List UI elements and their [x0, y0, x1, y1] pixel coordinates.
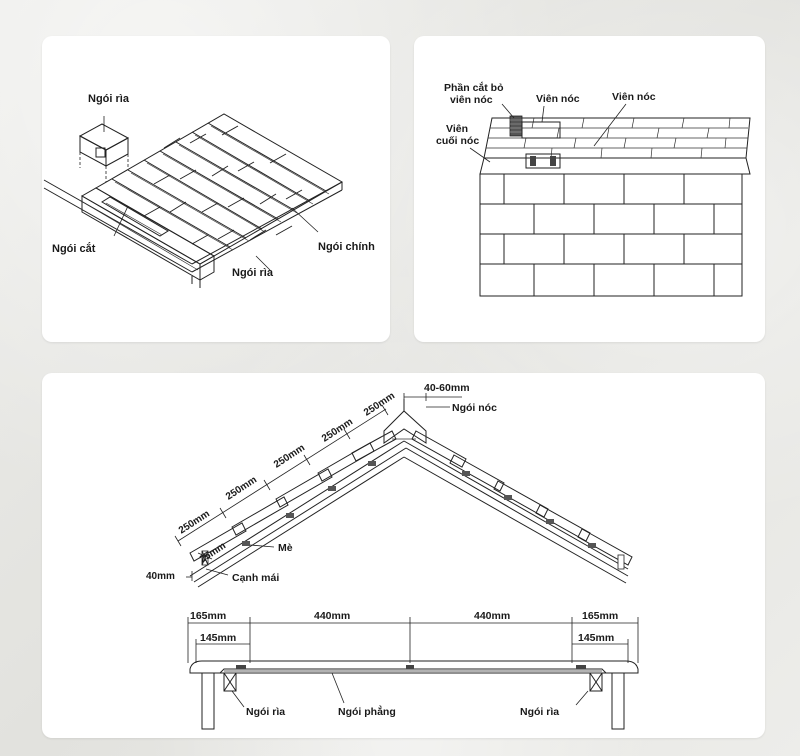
- cut-tile: [101, 196, 169, 237]
- label-ngoi-chinh: Ngói chính: [318, 241, 375, 253]
- roof-slope-right: [403, 440, 629, 584]
- label-phan-cat-line2: viên nóc: [450, 94, 493, 106]
- leader-lines: [469, 103, 627, 163]
- section-dimension-lines: [187, 617, 639, 663]
- dim-145-left: 145mm: [200, 632, 236, 644]
- ridge-cap: [479, 117, 751, 175]
- tiles-right: [411, 430, 633, 570]
- dim-40: 40mm: [146, 571, 175, 582]
- cut-off-block: [509, 115, 523, 137]
- tile-layout-drawing: Ngói rìa Ngói cắt Ngói rìa Ngói chính: [43, 93, 375, 288]
- label-vien-noc-1: Viên nóc: [536, 93, 580, 105]
- rafters-right: [589, 672, 625, 730]
- label-ngoi-noc: Ngói nóc: [452, 402, 497, 414]
- flat-tile-section: [189, 660, 639, 674]
- eave-leaders: [186, 544, 275, 581]
- label-vien-cuoi-line2: cuối nóc: [436, 135, 479, 147]
- leader-lines: [103, 116, 319, 271]
- slope-dimension-line: [174, 404, 389, 547]
- wall-blocks: [479, 173, 743, 297]
- dim-250-3: 250mm: [272, 442, 307, 470]
- tiles-left: [189, 430, 397, 566]
- panel-ridge-layout: Phần cắt bỏ viên nóc Viên nóc Viên nóc V…: [414, 36, 765, 342]
- rafters-left: [201, 672, 237, 730]
- ridge-layout-drawing: Phần cắt bỏ viên nóc Viên nóc Viên nóc V…: [436, 81, 751, 297]
- label-vien-noc-2: Viên nóc: [612, 91, 656, 103]
- dim-440-left: 440mm: [314, 610, 350, 622]
- label-ngoi-phang: Ngói phẳng: [338, 705, 396, 718]
- label-ngoi-ria-left: Ngói rìa: [246, 706, 285, 718]
- ridge-cap-tile: [383, 399, 427, 444]
- label-me: Mè: [278, 542, 293, 554]
- label-ngoi-cat: Ngói cắt: [52, 242, 96, 255]
- label-ngoi-ria-bottom: Ngói rìa: [232, 267, 274, 279]
- section-drawing: 40-60mm Ngói nóc 250mm 250mm 250mm 250mm…: [146, 382, 639, 730]
- dim-145-right: 145mm: [578, 632, 614, 644]
- dim-40-60: 40-60mm: [424, 382, 470, 394]
- tile-field: [94, 113, 344, 257]
- top-dimension: [403, 393, 462, 408]
- label-ngoi-ria-top: Ngói rìa: [88, 93, 130, 105]
- section-leaders: [231, 672, 589, 708]
- dim-440-right: 440mm: [474, 610, 510, 622]
- label-ngoi-ria-right: Ngói rìa: [520, 706, 559, 718]
- panel-tile-layout: Ngói rìa Ngói cắt Ngói rìa Ngói chính: [42, 36, 390, 342]
- eave-boards: [43, 179, 343, 273]
- ridge-tile-pieces: [521, 121, 561, 169]
- dim-250-4: 250mm: [320, 416, 355, 444]
- dim-250-5: 250mm: [362, 390, 397, 418]
- label-vien-cuoi-line1: Viên: [446, 123, 468, 135]
- dim-165-left: 165mm: [190, 610, 226, 622]
- dim-250-2: 250mm: [224, 474, 259, 502]
- label-phan-cat-line1: Phần cắt bỏ: [444, 81, 504, 94]
- dim-165-right: 165mm: [582, 610, 618, 622]
- panel-section-details: 40-60mm Ngói nóc 250mm 250mm 250mm 250mm…: [42, 373, 765, 738]
- label-canh-mai: Cạnh mái: [232, 572, 279, 584]
- verge-tile-top: [78, 123, 130, 182]
- verge-tile-front: [80, 187, 216, 288]
